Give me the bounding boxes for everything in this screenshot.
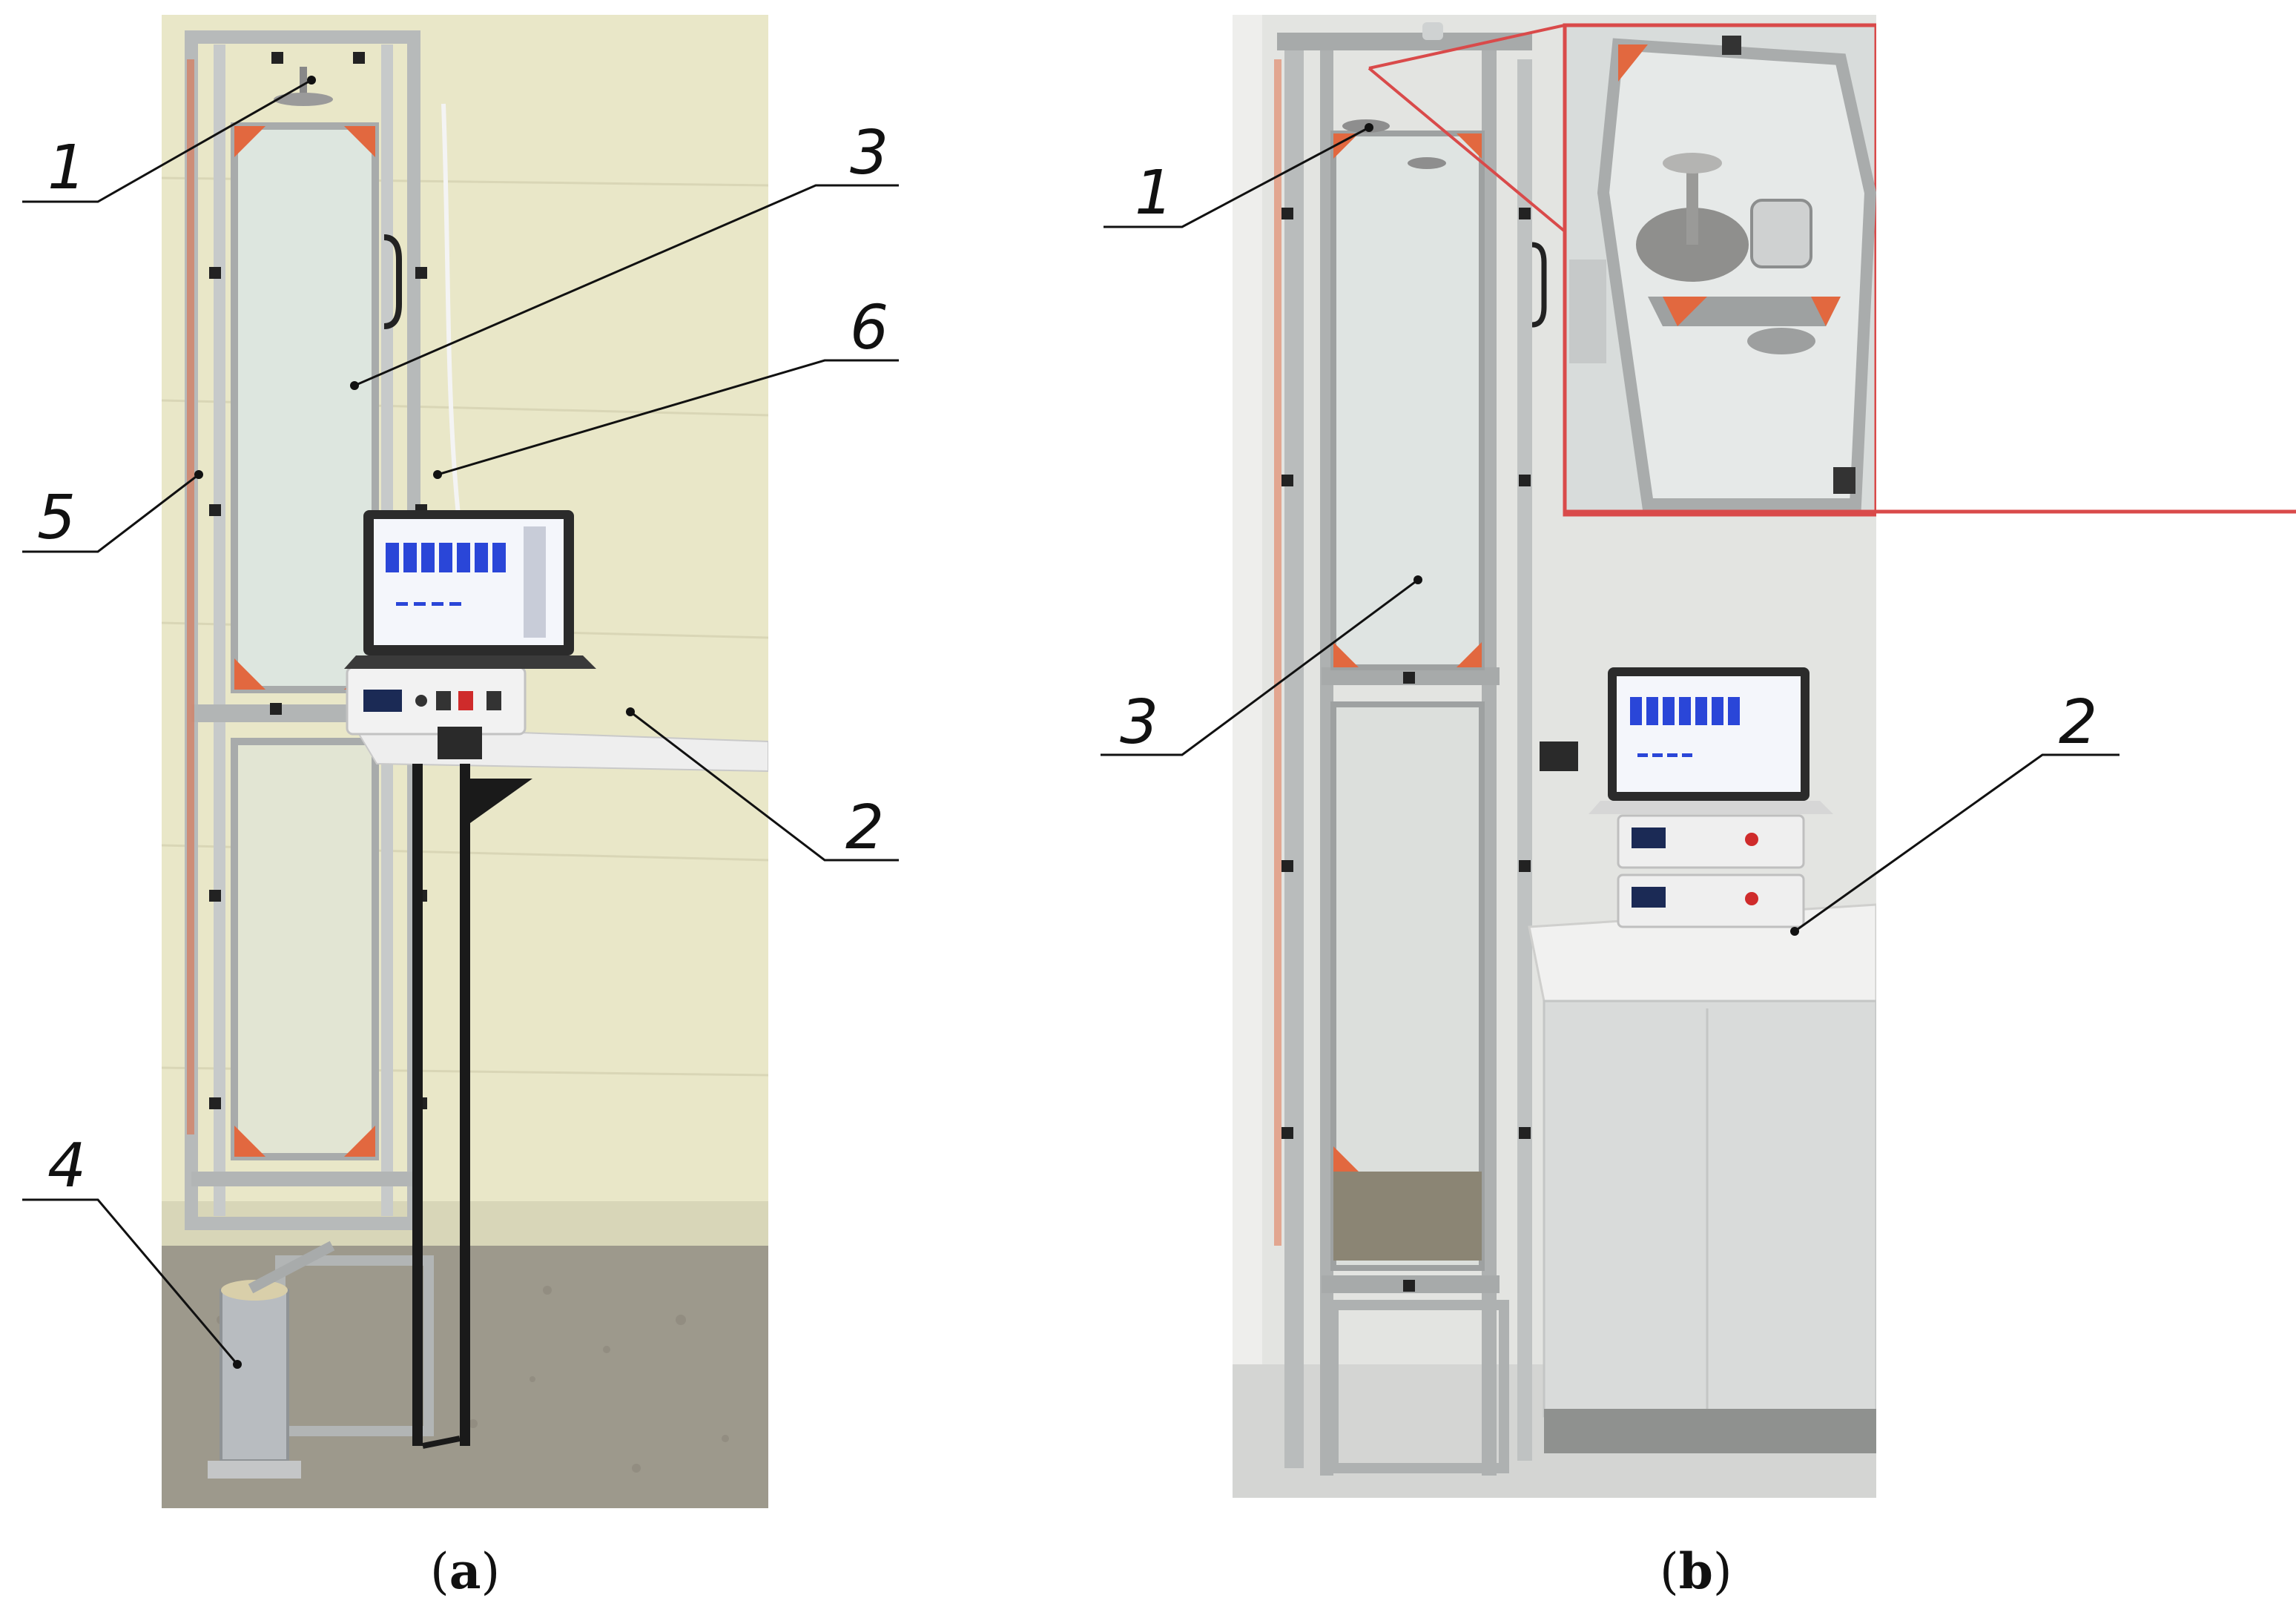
leader-dot-a1 — [307, 76, 316, 85]
sample-cylinder — [208, 1241, 335, 1479]
label-b-1: 1 — [1135, 158, 1174, 228]
control-unit — [346, 666, 527, 736]
leader-dot-a3 — [350, 381, 359, 390]
leader-dot-b2 — [1790, 927, 1799, 936]
leader-line-a4 — [22, 1198, 239, 1365]
caption-b: (b) — [1660, 1547, 1732, 1596]
label-a-4: 4 — [47, 1131, 87, 1201]
wall-edge — [1233, 15, 1262, 1364]
label-b-3: 3 — [1120, 687, 1159, 758]
leader-line-a5 — [22, 473, 199, 553]
leader-dot-a2 — [626, 707, 635, 716]
leader-line-b2 — [1794, 753, 2119, 933]
column-frame — [1274, 22, 1578, 1476]
label-a-5: 5 — [37, 483, 76, 553]
label-a-2: 2 — [845, 793, 885, 863]
caption-a-letter: a — [449, 1542, 481, 1600]
photo-a-scene — [162, 15, 768, 1508]
photo-b-scene — [1233, 15, 1876, 1498]
screen-bars — [386, 543, 506, 572]
leader-dot-a5 — [194, 470, 203, 479]
laptop — [1589, 667, 1833, 814]
photo-panel-a — [162, 15, 768, 1508]
control-units — [1617, 814, 1805, 928]
caption-b-open: ( — [1660, 1543, 1679, 1600]
label-a-3: 3 — [850, 118, 889, 188]
leader-line-b1 — [1104, 126, 1370, 228]
counter — [1528, 903, 1876, 1453]
leader-line-a2 — [630, 710, 899, 862]
leader-dot-a4 — [233, 1360, 242, 1369]
label-b-2: 2 — [2059, 687, 2098, 758]
inset-connector-top — [1368, 24, 1566, 70]
photo-panel-b — [1233, 15, 1876, 1498]
detail-inset — [1563, 23, 1876, 517]
caption-b-close: ) — [1712, 1543, 1732, 1600]
leader-line-a6 — [437, 359, 899, 476]
leader-dot-b3 — [1413, 575, 1422, 584]
leader-line-a3 — [354, 184, 899, 387]
caption-a-open: ( — [430, 1543, 449, 1600]
laptop — [344, 510, 596, 669]
leader-line-b3 — [1101, 578, 1419, 756]
label-a-6: 6 — [850, 293, 889, 363]
caption-a-close: ) — [481, 1543, 501, 1600]
caption-a: (a) — [430, 1547, 500, 1596]
leader-dot-a6 — [433, 470, 442, 479]
caption-b-letter: b — [1678, 1542, 1713, 1600]
inset-connector-bottom — [1368, 67, 1566, 233]
screen-bars — [1630, 697, 1740, 725]
leader-line-a1 — [22, 79, 312, 203]
sensor-box — [438, 727, 482, 759]
label-a-1: 1 — [47, 133, 87, 203]
leader-dot-b1 — [1365, 123, 1373, 132]
